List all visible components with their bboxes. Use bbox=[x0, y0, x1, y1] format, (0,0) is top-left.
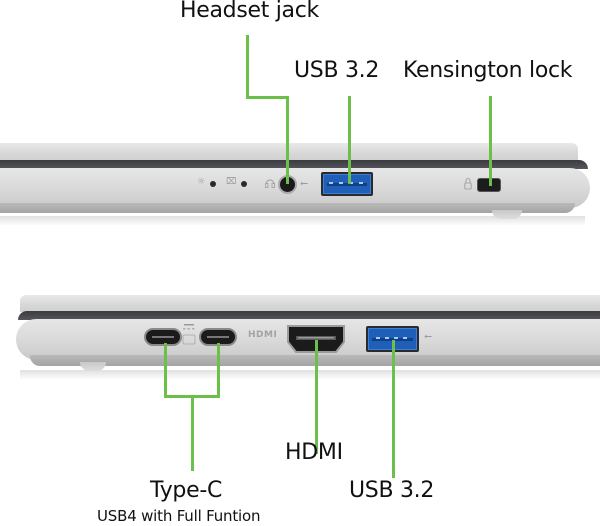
usb-pin bbox=[349, 182, 353, 185]
usb-a-port-top bbox=[321, 172, 373, 196]
label-headset-jack: Headset jack bbox=[180, 0, 319, 23]
usb-pin bbox=[359, 182, 363, 185]
usb-pin bbox=[329, 182, 333, 185]
power-led bbox=[210, 181, 216, 187]
label-usb-3-2-top: USB 3.2 bbox=[294, 58, 380, 83]
laptop-lid-top bbox=[0, 143, 578, 161]
usbc-tongue bbox=[207, 336, 229, 339]
usbc-tongue bbox=[152, 336, 174, 339]
callout-line-kensington bbox=[489, 96, 492, 186]
callout-line-typec-right bbox=[217, 343, 220, 398]
callout-line-usb-top bbox=[348, 96, 351, 184]
hdmi-port bbox=[287, 325, 345, 353]
battery-led bbox=[241, 181, 247, 187]
label-kensington-lock: Kensington lock bbox=[403, 58, 573, 83]
usb-pin bbox=[403, 337, 407, 340]
callout-line-headset-v1 bbox=[246, 35, 249, 98]
usb-c-port-1 bbox=[144, 328, 182, 346]
usb-symbol-icon-top: ⭠ bbox=[300, 178, 308, 189]
usb-tongue bbox=[327, 183, 367, 186]
laptop-foot-bottom bbox=[80, 362, 106, 371]
usb-pin bbox=[385, 337, 389, 340]
laptop-seam-top bbox=[0, 160, 588, 169]
label-usb-3-2-bottom: USB 3.2 bbox=[349, 478, 435, 503]
callout-line-typec-left bbox=[164, 343, 167, 398]
callout-line-headset-h bbox=[246, 96, 289, 99]
label-hdmi: HDMI bbox=[285, 440, 343, 465]
usb-pin bbox=[376, 337, 380, 340]
headset-icon bbox=[265, 179, 275, 188]
callout-line-headset-v2 bbox=[286, 96, 289, 184]
label-type-c-subtitle: USB4 with Full Funtion bbox=[97, 507, 261, 525]
callout-line-typec-stem bbox=[191, 395, 194, 471]
laptop-shadow-top bbox=[0, 216, 585, 226]
laptop-base-top bbox=[0, 203, 575, 213]
usb-pin bbox=[394, 337, 398, 340]
laptop-seam-bottom bbox=[18, 311, 600, 320]
laptop-foot-top bbox=[492, 210, 522, 219]
usb-pin bbox=[339, 182, 343, 185]
callout-line-hdmi bbox=[315, 340, 318, 454]
usb-tongue bbox=[372, 337, 413, 341]
hdmi-logo: HDMI bbox=[248, 330, 278, 340]
power-light-icon: ☼ bbox=[197, 177, 206, 187]
usb-a-port-bottom bbox=[366, 326, 419, 352]
callout-line-usb-bottom bbox=[392, 340, 395, 478]
laptop-shadow-bottom bbox=[20, 370, 600, 380]
usb-symbol-icon-bottom: ⭠ bbox=[424, 331, 432, 342]
thunderbolt-dp-icon bbox=[182, 324, 196, 345]
laptop-lid-bottom bbox=[20, 295, 600, 312]
lock-icon bbox=[464, 177, 472, 190]
battery-light-icon: ⌧ bbox=[226, 177, 237, 187]
label-type-c: Type-C bbox=[150, 478, 223, 503]
